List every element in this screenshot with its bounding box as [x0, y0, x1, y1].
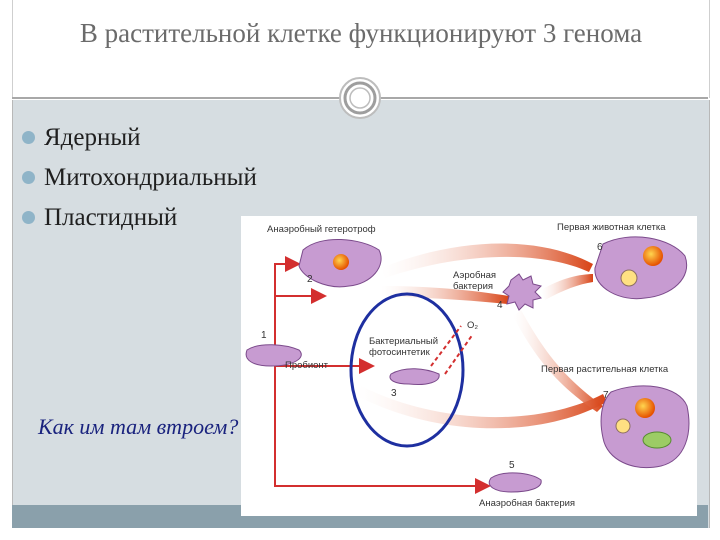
plant-cell-mitochondrion: [615, 418, 631, 434]
step-number: 1: [261, 330, 267, 341]
o2-dashed-arrows: [430, 325, 474, 375]
photosynthetic-bacterium: [389, 368, 440, 385]
arrow-aerobic-to-animal: [541, 274, 593, 300]
bullet-text: Пластидный: [44, 204, 178, 231]
bullet-item: Пластидный: [20, 198, 257, 238]
step-number: 6: [597, 242, 603, 253]
step-number: 3: [391, 388, 397, 399]
step-number: 4: [497, 300, 503, 311]
bullet-dot-icon: [22, 131, 35, 144]
decorative-ring-icon: [339, 77, 381, 119]
aerobic-bacterium: [502, 273, 542, 311]
photosynthetic-circle: [349, 292, 465, 448]
endosymbiosis-diagram: Анаэробный гетеротроф Первая животная кл…: [241, 216, 697, 516]
first-animal-cell: [594, 236, 688, 300]
arrow-to-animal-cell: [381, 243, 593, 278]
step-number: 7: [603, 390, 609, 401]
first-plant-cell: [600, 385, 690, 468]
step-number: 5: [509, 460, 515, 471]
animal-cell-nucleus: [643, 246, 663, 266]
plant-cell-nucleus: [635, 398, 655, 418]
label-anaerobic-bacterium: Анаэробная бактерия: [479, 498, 575, 509]
label-bacterial-line1: Бактериальный: [369, 336, 438, 347]
arrow-to-plant-cell: [357, 386, 607, 429]
label-first-animal-cell: Первая животная клетка: [557, 222, 666, 233]
arrow-aerobic-to-plant: [513, 310, 603, 412]
slide-title: В растительной клетке функционируют 3 ге…: [79, 18, 643, 48]
bullet-dot-icon: [22, 171, 35, 184]
bullet-item: Ядерный: [20, 118, 257, 158]
connector-lines: [274, 256, 491, 494]
bullet-item: Митохондриальный: [20, 158, 257, 198]
label-aerobic-line2: бактерия: [453, 281, 493, 292]
label-probiont: Пробионт: [285, 360, 329, 371]
bullet-dot-icon: [22, 211, 35, 224]
step-number: 2: [307, 274, 313, 285]
bullet-text: Ядерный: [44, 124, 141, 151]
label-bacterial-line2: фотосинтетик: [369, 347, 431, 358]
label-first-plant-cell: Первая растительная клетка: [541, 364, 669, 375]
animal-cell-mitochondrion: [620, 269, 638, 287]
heterotroph-nucleus: [333, 254, 349, 270]
question-text: Как им там втроем?: [38, 414, 239, 439]
plant-cell-chloroplast: [642, 431, 672, 449]
arrow-to-aerobic: [381, 286, 509, 304]
label-aerobic-line1: Аэробная: [453, 270, 496, 281]
label-o2: O₂: [467, 320, 478, 331]
label-anaerobic-heterotroph: Анаэробный гетеротроф: [267, 224, 376, 235]
bullet-text: Митохондриальный: [44, 164, 257, 191]
probiont-cell: [245, 344, 302, 367]
anaerobic-bacterium-cell: [488, 472, 542, 493]
bullet-list: Ядерный Митохондриальный Пластидный: [20, 118, 257, 238]
